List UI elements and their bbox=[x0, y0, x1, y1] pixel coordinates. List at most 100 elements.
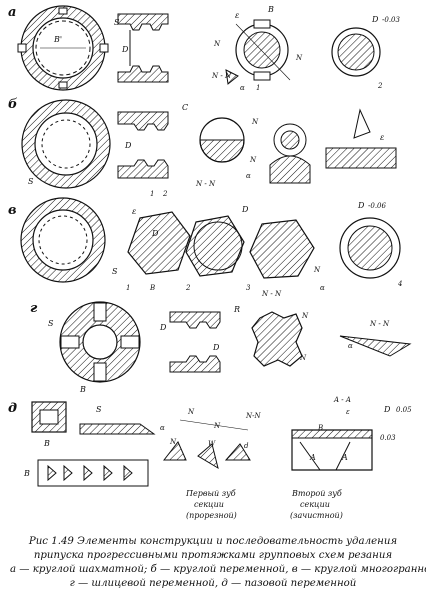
svg-text:d: d bbox=[244, 442, 249, 450]
svg-text:1: 1 bbox=[126, 284, 130, 292]
row-v: в S ε D D D -0.06 1 2 3 4 N - N N α B bbox=[8, 197, 402, 298]
svg-text:-0.06: -0.06 bbox=[368, 202, 386, 210]
svg-text:A: A bbox=[309, 453, 316, 462]
svg-text:(зачистной): (зачистной) bbox=[290, 511, 343, 520]
row-d-letter: д bbox=[8, 401, 17, 416]
svg-text:D: D bbox=[159, 323, 167, 332]
svg-text:α: α bbox=[160, 424, 165, 432]
row-d: д B S B N N N-N α N W d A bbox=[8, 396, 412, 520]
svg-text:N - N: N - N bbox=[195, 180, 216, 188]
svg-text:B: B bbox=[149, 284, 155, 292]
svg-text:N-N: N-N bbox=[245, 412, 261, 420]
svg-text:A: A bbox=[341, 453, 348, 462]
ring-v: S bbox=[20, 197, 118, 283]
cutting-detail-b: ε bbox=[269, 108, 397, 184]
svg-text:секции: секции bbox=[194, 500, 224, 509]
caption-line-3: а — круглой шахматной; б — круглой перем… bbox=[10, 564, 426, 575]
slot-block-d: B S B bbox=[23, 401, 156, 487]
svg-text:S: S bbox=[48, 319, 54, 328]
svg-text:ε: ε bbox=[346, 408, 350, 416]
svg-text:D: D bbox=[357, 201, 365, 210]
svg-text:2: 2 bbox=[185, 284, 191, 292]
svg-text:B: B bbox=[317, 424, 323, 432]
svg-text:D: D bbox=[151, 229, 159, 238]
tooth-section-a: ε B N N N - N α 1 bbox=[211, 5, 303, 92]
svg-text:1: 1 bbox=[150, 190, 154, 198]
figure-caption: Рис 1.49 Элементы конструкции и последов… bbox=[10, 535, 426, 591]
caption-line-2: припуска прогрессивными протяжками групп… bbox=[33, 550, 393, 561]
svg-text:D: D bbox=[371, 15, 379, 24]
svg-text:B: B bbox=[267, 5, 274, 14]
svg-text:N: N bbox=[313, 266, 321, 274]
svg-text:α: α bbox=[240, 84, 245, 92]
svg-text:Второй зуб: Второй зуб bbox=[291, 489, 342, 498]
svg-text:N: N bbox=[249, 156, 257, 164]
svg-text:N: N bbox=[187, 408, 195, 416]
row-a: а B' S D ε B bbox=[8, 5, 400, 92]
broach-profile-a: D bbox=[117, 13, 169, 83]
svg-text:N: N bbox=[299, 354, 307, 362]
svg-text:ε: ε bbox=[132, 207, 136, 216]
row-a-letter: а bbox=[8, 5, 16, 20]
svg-text:3: 3 bbox=[246, 284, 251, 292]
svg-text:B': B' bbox=[53, 35, 62, 44]
svg-text:N - N: N - N bbox=[211, 72, 232, 80]
svg-text:секции: секции bbox=[300, 500, 330, 509]
svg-text:R: R bbox=[233, 305, 240, 314]
svg-text:N: N bbox=[251, 118, 259, 126]
svg-text:(прорезной): (прорезной) bbox=[186, 511, 237, 520]
svg-text:N: N bbox=[169, 438, 177, 446]
spline-profile-g: D D bbox=[159, 311, 221, 373]
svg-text:4: 4 bbox=[397, 280, 402, 288]
second-tooth-note: Второй зуб секции (зачистной) bbox=[290, 489, 343, 520]
row-b-letter: б bbox=[8, 97, 18, 112]
ring-a: B' S bbox=[17, 5, 120, 91]
svg-text:S: S bbox=[96, 405, 102, 414]
svg-text:N: N bbox=[213, 40, 221, 48]
svg-text:α: α bbox=[320, 284, 325, 292]
row-v-letter: в bbox=[8, 203, 17, 218]
spline-ring-g: S B bbox=[48, 301, 141, 394]
svg-text:B: B bbox=[43, 439, 50, 448]
svg-text:S: S bbox=[28, 177, 34, 186]
slot-section-d: A A A - A ε B D 0.05 0.03 bbox=[291, 396, 412, 471]
svg-text:ε: ε bbox=[380, 133, 384, 142]
row-g: г S B D D R N N N - N α bbox=[30, 301, 412, 394]
tooth-geometry-d: N N N-N α N W d bbox=[160, 408, 261, 470]
svg-text:D: D bbox=[212, 343, 220, 352]
svg-text:ε: ε bbox=[235, 11, 239, 20]
svg-text:N - N: N - N bbox=[369, 320, 390, 328]
row-b: б S D 1 2 C N N N - N α bbox=[8, 97, 397, 198]
first-tooth-note: Первый зуб секции (прорезной) bbox=[185, 489, 237, 520]
svg-text:2: 2 bbox=[377, 82, 383, 90]
svg-text:α: α bbox=[246, 172, 251, 180]
ring-b: S bbox=[21, 99, 111, 189]
svg-text:S: S bbox=[114, 18, 120, 27]
svg-text:D: D bbox=[124, 141, 132, 150]
spline-section-g: R N N N - N α bbox=[233, 305, 412, 367]
svg-text:N: N bbox=[213, 422, 221, 430]
svg-text:0.05: 0.05 bbox=[396, 406, 412, 414]
finish-circle-a: D -0.03 2 bbox=[331, 15, 400, 90]
svg-text:D: D bbox=[121, 45, 129, 54]
engineering-figure: а B' S D ε B bbox=[8, 5, 412, 520]
svg-text:α: α bbox=[348, 342, 353, 350]
caption-line-1: Рис 1.49 Элементы конструкции и последов… bbox=[28, 536, 398, 547]
svg-text:N - N: N - N bbox=[261, 290, 282, 298]
svg-text:2: 2 bbox=[162, 190, 168, 198]
row-g-letter: г bbox=[30, 301, 38, 316]
svg-text:Первый зуб: Первый зуб bbox=[185, 489, 236, 498]
svg-text:1: 1 bbox=[256, 84, 260, 92]
svg-text:-0.03: -0.03 bbox=[382, 16, 400, 24]
svg-text:D: D bbox=[241, 205, 249, 214]
svg-text:C: C bbox=[182, 103, 188, 112]
svg-text:S: S bbox=[112, 267, 118, 276]
svg-text:D: D bbox=[383, 405, 391, 414]
broach-profile-b: D 1 2 bbox=[117, 111, 169, 198]
polygon-sections-v: ε D D D -0.06 1 2 3 4 N - N N α B bbox=[126, 201, 402, 298]
svg-text:N: N bbox=[295, 54, 303, 62]
svg-text:N: N bbox=[301, 312, 309, 320]
tooth-section-b: C N N N - N α bbox=[182, 103, 259, 188]
svg-text:B: B bbox=[79, 385, 86, 394]
svg-text:0.03: 0.03 bbox=[380, 434, 396, 442]
